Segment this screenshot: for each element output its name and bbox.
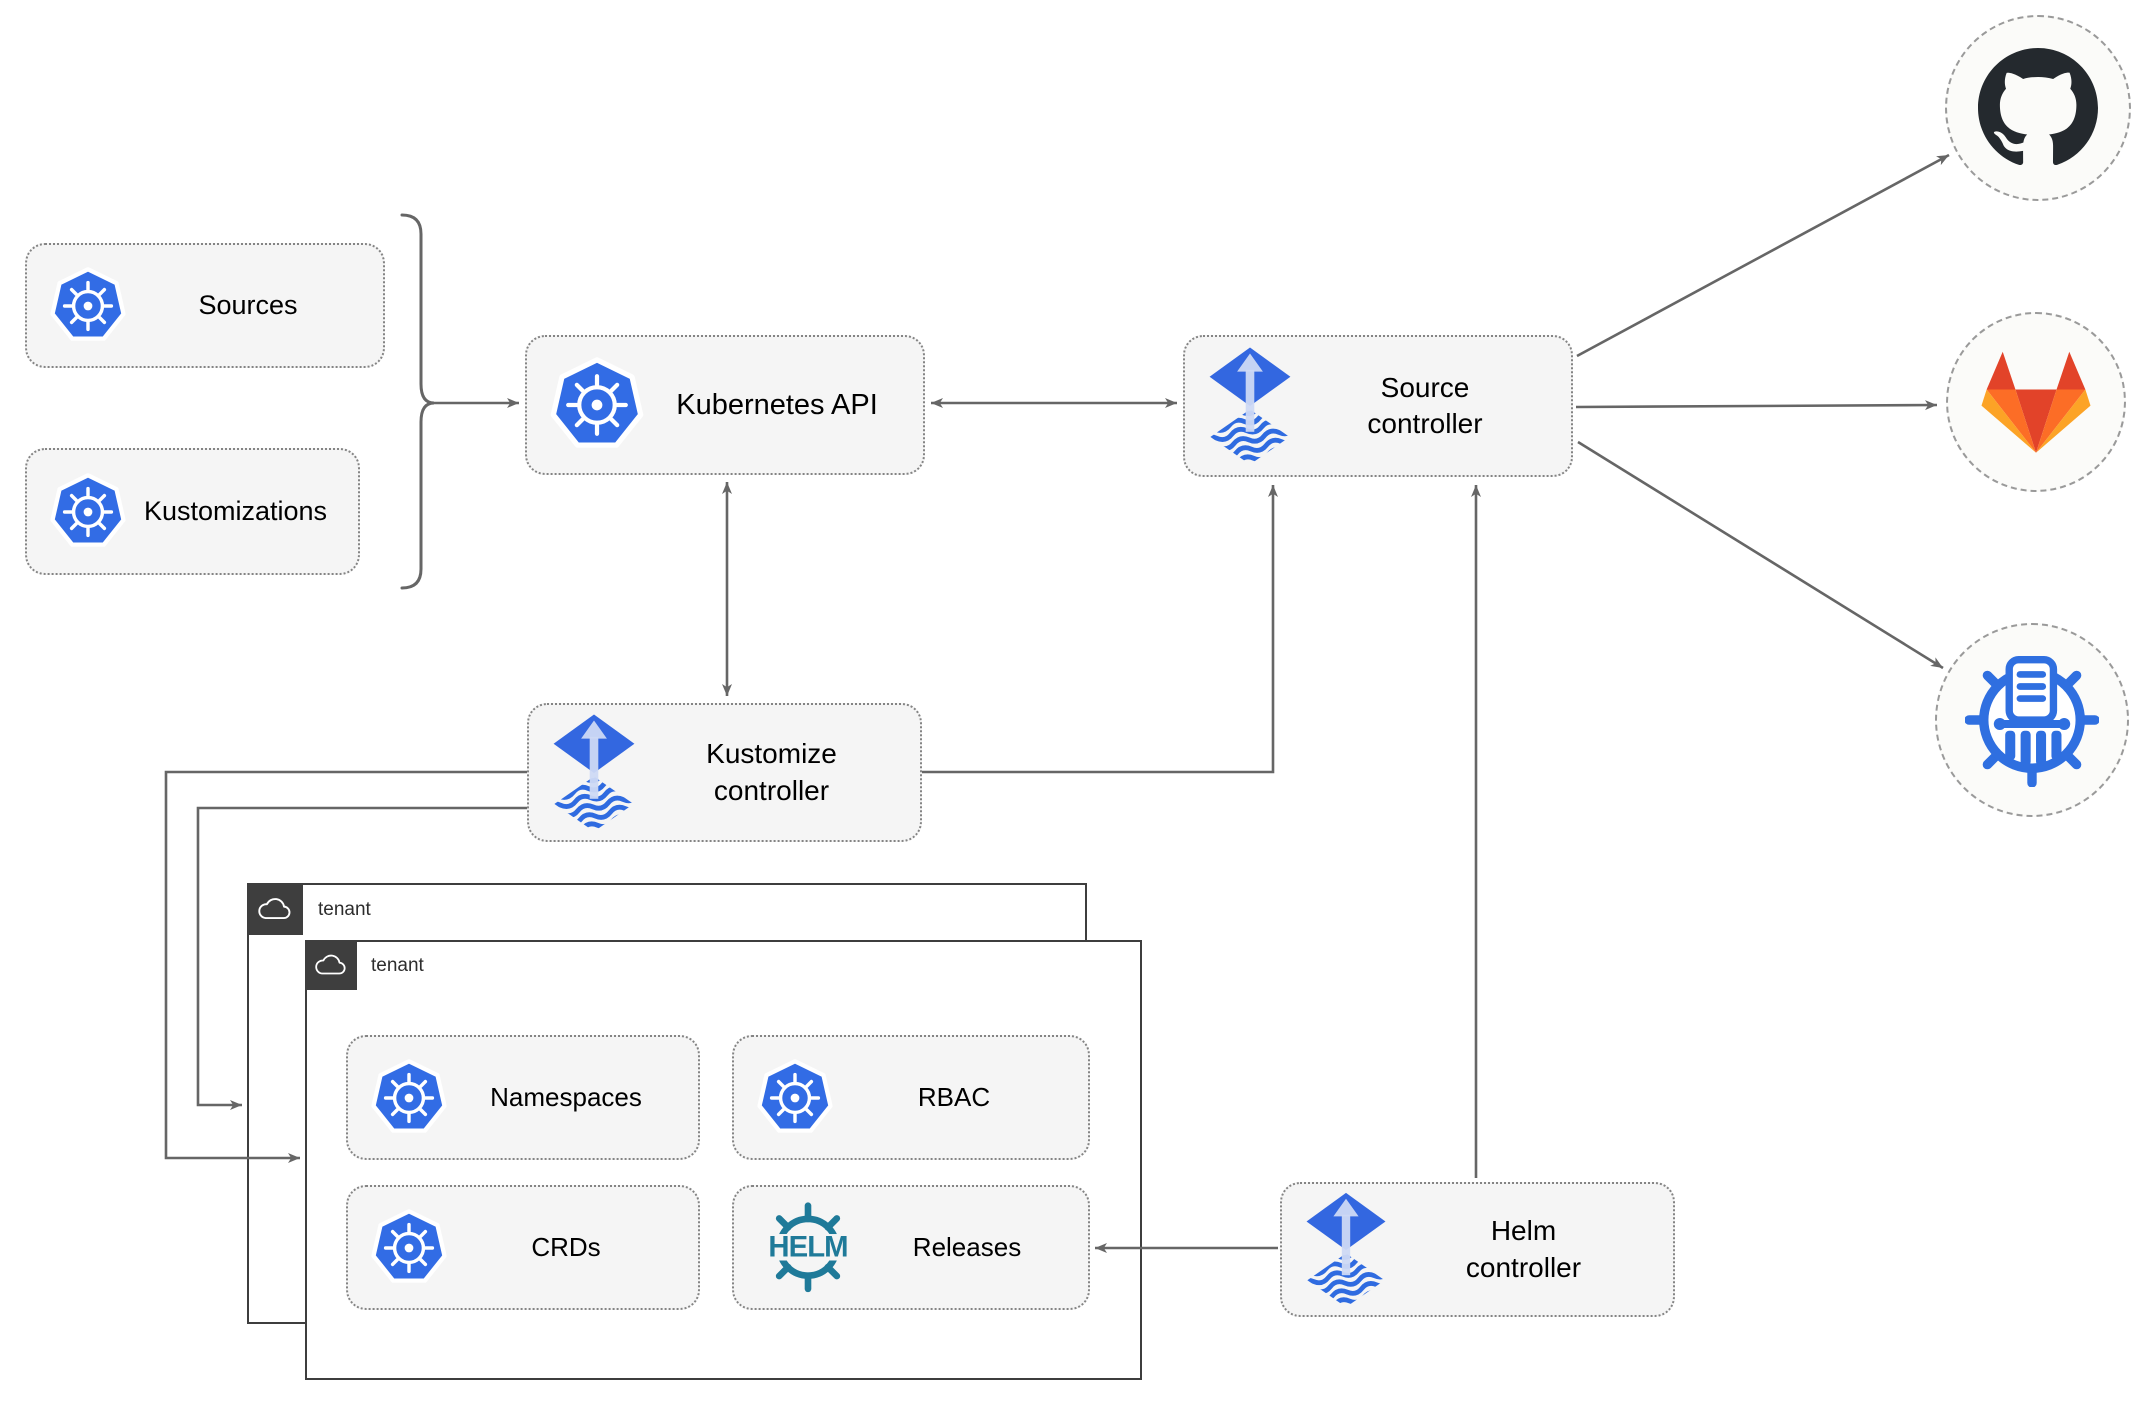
github-icon xyxy=(1978,48,2098,166)
github-icon-slot xyxy=(1978,48,2098,168)
node-kustomize-controller-label: Kustomize controller xyxy=(637,736,920,809)
node-rbac: RBAC xyxy=(732,1035,1090,1160)
cloud-icon-slot xyxy=(256,895,294,923)
kubernetes-icon xyxy=(50,266,126,341)
kubernetes-icon-slot xyxy=(49,266,127,345)
kubernetes-icon-slot xyxy=(549,357,645,453)
kubernetes-icon xyxy=(50,472,126,547)
node-kustomizations-label: Kustomizations xyxy=(143,496,328,526)
cloud-icon xyxy=(315,954,346,975)
external-gitlab xyxy=(1946,312,2126,492)
edge-kustomize-to-sourcecontroller xyxy=(922,485,1278,774)
node-rbac-label: RBAC xyxy=(917,1082,991,1112)
gitlab-icon xyxy=(1981,351,2091,453)
cloud-icon xyxy=(258,898,291,919)
node-releases: HELM Releases xyxy=(732,1185,1090,1310)
chartmuseum-icon xyxy=(1965,656,2099,787)
external-github xyxy=(1945,15,2131,201)
label-line1: Source xyxy=(1380,371,1470,403)
label-line2: controller xyxy=(713,774,830,806)
kubernetes-icon-slot xyxy=(370,1208,448,1287)
helm-icon: HELM xyxy=(756,1202,860,1293)
kubernetes-icon xyxy=(371,1058,447,1133)
chartmuseum-icon-slot xyxy=(1965,653,2099,787)
node-kustomize-controller: Kustomize controller xyxy=(527,703,922,842)
edge-source-to-chartmuseum xyxy=(1577,440,1944,670)
label-line1: Helm xyxy=(1490,1215,1557,1247)
flux-icon-slot xyxy=(551,712,637,834)
tenant-inner-label: tenant xyxy=(371,955,424,976)
gitlab-icon-slot xyxy=(1980,350,2092,455)
node-kubernetes-api-label: Kubernetes API xyxy=(676,388,878,421)
kubernetes-icon-slot xyxy=(370,1058,448,1137)
kubernetes-icon xyxy=(371,1208,447,1283)
node-kubernetes-api: Kubernetes API xyxy=(525,335,925,475)
edge-source-to-github xyxy=(1576,153,1950,358)
tenant-box-inner xyxy=(305,940,1142,1380)
node-helm-controller-label: Helm controller xyxy=(1388,1213,1673,1286)
label-line2: controller xyxy=(1367,408,1483,439)
kubernetes-icon-slot xyxy=(49,472,127,551)
node-sources-label: Sources xyxy=(198,290,298,320)
edge-source-to-gitlab xyxy=(1575,400,1938,411)
edge-bracket-sources-group xyxy=(400,213,435,590)
node-source-controller-label: Source controller xyxy=(1293,370,1571,443)
kubernetes-icon xyxy=(757,1058,833,1133)
node-namespaces: Namespaces xyxy=(346,1035,700,1160)
flux-icon-slot xyxy=(1207,345,1293,467)
helm-logo-text: HELM xyxy=(768,1231,847,1264)
node-releases-label: Releases xyxy=(912,1232,1022,1262)
kubernetes-icon-slot xyxy=(756,1058,834,1137)
node-kustomizations: Kustomizations xyxy=(25,448,360,575)
tenant-outer-cloud-badge xyxy=(247,883,303,935)
tenant-outer-label: tenant xyxy=(318,899,371,920)
helm-icon-slot: HELM xyxy=(756,1200,860,1296)
external-chartmuseum xyxy=(1935,623,2129,817)
node-crds: CRDs xyxy=(346,1185,700,1310)
kubernetes-icon xyxy=(550,357,644,448)
flux-icon xyxy=(1209,347,1291,465)
label-line1: Kustomize xyxy=(706,738,837,770)
node-crds-label: CRDs xyxy=(531,1232,601,1262)
flux-icon xyxy=(1306,1192,1386,1307)
tenant-inner-cloud-badge xyxy=(305,940,357,990)
cloud-icon-slot xyxy=(313,952,349,978)
node-sources: Sources xyxy=(25,243,385,368)
label-line2: controller xyxy=(1465,1251,1582,1283)
node-source-controller: Source controller xyxy=(1183,335,1573,477)
flux-icon-slot xyxy=(1304,1191,1388,1309)
node-helm-controller: Helm controller xyxy=(1280,1182,1675,1317)
flux-icon xyxy=(553,714,635,831)
node-namespaces-label: Namespaces xyxy=(490,1082,642,1112)
